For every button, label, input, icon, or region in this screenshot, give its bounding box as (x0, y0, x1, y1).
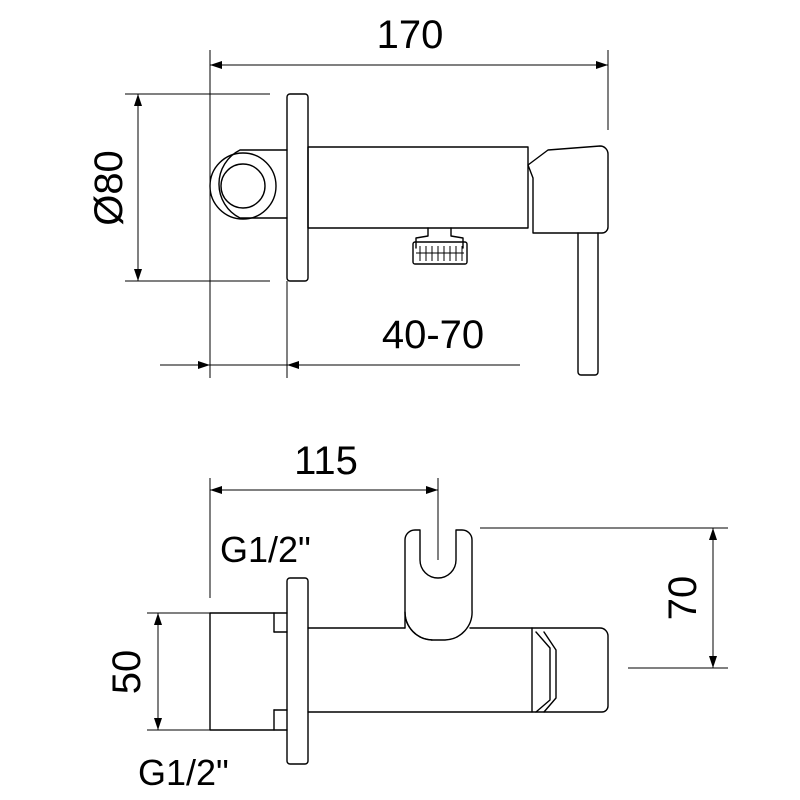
dim-depth-range: 40-70 (382, 313, 484, 357)
wall-plate (286, 93, 309, 282)
side-handle-cap (531, 627, 609, 713)
wall-block (209, 612, 288, 731)
top-view: 170 Ø80 (87, 13, 609, 378)
outlet-ring-inner (220, 163, 266, 209)
dim-side-height: 70 (661, 576, 705, 621)
handle-cap (527, 145, 609, 234)
dim-diameter: Ø80 (87, 150, 131, 226)
threaded-connector (412, 227, 468, 265)
thread-label-bottom: G1/2" (138, 752, 229, 793)
outlet-ring-housing (218, 149, 288, 219)
side-view: 115 G1/2" 70 50 G1/2" (105, 439, 728, 793)
dim-side-length: 115 (294, 439, 358, 483)
handle-lever (577, 232, 599, 376)
side-valve-body (307, 627, 533, 713)
dim-total-length: 170 (377, 13, 444, 57)
thread-label-top: G1/2" (220, 529, 311, 570)
side-wall-plate (286, 577, 309, 765)
outlet-ring-outer (209, 152, 277, 220)
dim-block-height: 50 (105, 650, 149, 695)
shower-holder (404, 529, 473, 641)
valve-body (307, 146, 529, 229)
